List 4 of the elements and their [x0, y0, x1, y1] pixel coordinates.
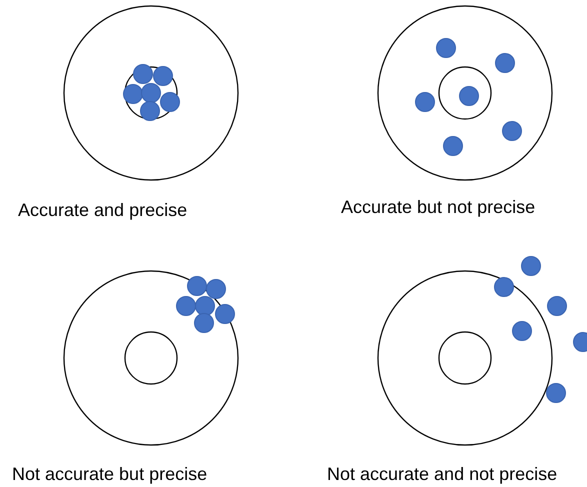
caption: Accurate but not precise [341, 198, 536, 216]
caption: Not accurate but precise [12, 465, 208, 483]
caption: Accurate and precise [18, 201, 188, 219]
caption: Not accurate and not precise [327, 465, 558, 483]
